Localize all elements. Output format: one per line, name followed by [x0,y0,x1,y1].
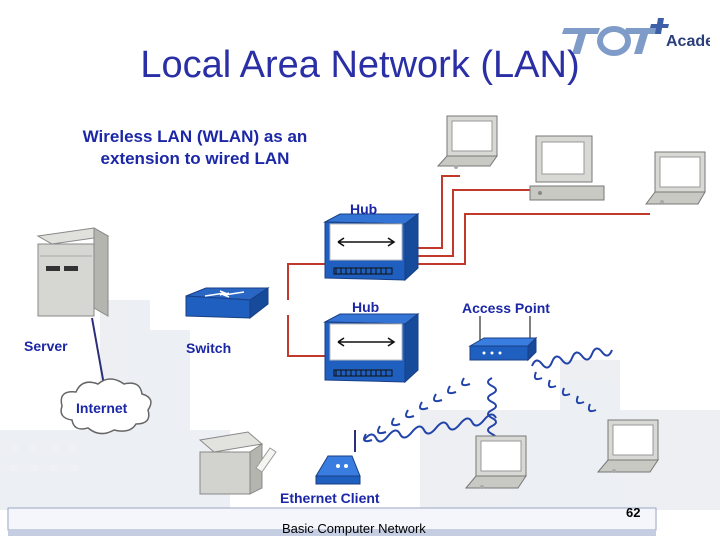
tot-academy-logo: Academy [562,18,710,56]
subtitle: Wireless LAN (WLAN) as an extension to w… [40,126,350,170]
page-title: Local Area Network (LAN) [140,44,580,86]
switch-icon [185,287,270,320]
printer-icon [198,431,277,495]
internet-cloud-icon [60,378,152,435]
hub-bottom-label: Hub [352,299,380,315]
server-icon [36,227,110,317]
access-point-icon [468,336,538,362]
server-label: Server [24,338,68,354]
desktop-computer-icon [529,135,605,201]
wired-cables [287,175,650,357]
server-cables [91,317,356,452]
internet-label: Internet [76,400,128,416]
laptop-bottom-middle-icon [464,435,527,489]
hub-bottom-icon [323,312,420,384]
ethernet-client-icon [315,455,361,485]
page-number: 62 [626,505,641,520]
laptop-top-icon [436,115,498,169]
laptop-bottom-right-icon [596,419,659,473]
ethernet-client-label: Ethernet Client [280,490,380,506]
laptop-right-icon [645,151,706,205]
subtitle-line-2: extension to wired LAN [100,149,290,168]
wireless-links [363,347,613,443]
hub-top-icon [323,212,420,282]
footer-text: Basic Computer Network [282,521,426,536]
subtitle-line-1: Wireless LAN (WLAN) as an [82,127,308,146]
access-point-antenna-lines [479,316,531,340]
switch-label: Switch [186,340,232,356]
footer-bar [7,507,657,536]
logo-word: Academy [666,33,710,50]
access-point-label: Access Point [462,300,550,316]
hub-top-label: Hub [350,201,378,217]
